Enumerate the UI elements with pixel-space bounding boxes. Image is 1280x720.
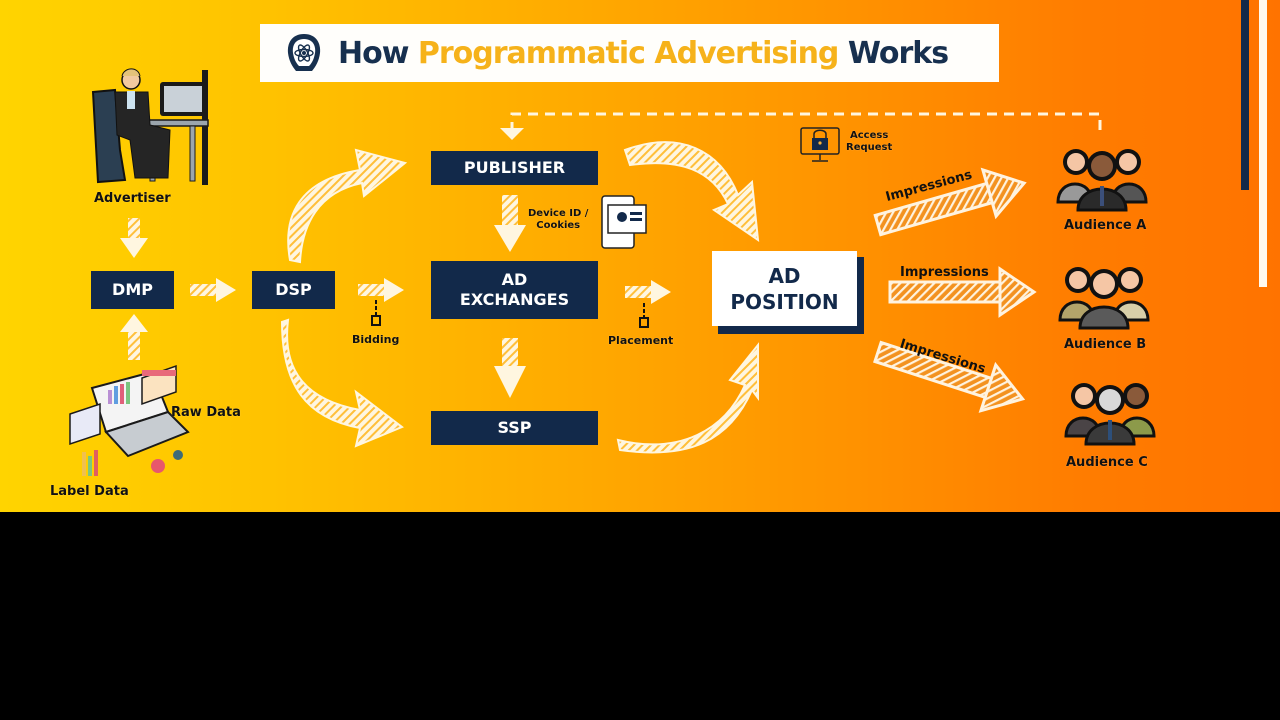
access-request-label: Access Request	[846, 130, 892, 154]
laptop-analytics-icon	[69, 364, 190, 476]
arrow-advertiser-to-dmp	[120, 218, 148, 258]
brain-atom-head-icon	[287, 34, 321, 71]
device-id-line1: Device ID /	[528, 208, 589, 219]
node-publisher: PUBLISHER	[431, 151, 598, 185]
impressions-label-a: Impressions	[884, 167, 974, 205]
title-highlight: Programmatic Advertising	[417, 35, 840, 71]
lock-monitor-icon	[800, 127, 840, 162]
arrow-adx-to-ssp	[494, 338, 526, 398]
arrow-dmp-to-dsp	[190, 278, 236, 302]
device-id-label: Device ID / Cookies	[528, 208, 588, 232]
access-line1: Access	[850, 130, 889, 141]
audience-b-group-icon	[1058, 267, 1150, 330]
node-dmp-label: DMP	[112, 280, 153, 299]
impressions-arrow-c	[873, 340, 1026, 413]
device-id-icon	[601, 195, 647, 249]
node-adpos-line2: POSITION	[730, 289, 839, 314]
node-adx-line2: EXCHANGES	[459, 290, 570, 309]
node-publisher-label: PUBLISHER	[463, 158, 566, 177]
bidding-pin-icon	[371, 300, 381, 326]
decorative-navy-bar	[1241, 0, 1249, 190]
node-ad-exchanges: AD EXCHANGES	[431, 261, 598, 319]
placement-pin-icon	[639, 303, 649, 328]
curved-arrow-ssp-to-adposition	[616, 342, 759, 454]
dashed-line-arrowhead	[500, 128, 524, 140]
arrow-dsp-to-adx	[358, 278, 404, 302]
bidding-label: Bidding	[352, 333, 400, 346]
arrow-publisher-to-adx	[494, 195, 526, 252]
impressions-label-b: Impressions	[900, 265, 989, 280]
audience-c-group-icon	[1064, 383, 1156, 446]
label-data-label: Label Data	[50, 484, 129, 499]
infographic-canvas: How Programmatic Advertising Works	[0, 0, 1280, 512]
node-adx-line1: AD	[501, 270, 528, 289]
access-line2: Request	[846, 142, 893, 153]
node-ad-position: AD POSITION	[712, 251, 857, 326]
audience-a-label: Audience A	[1064, 218, 1147, 233]
placement-label: Placement	[608, 334, 674, 347]
node-ssp: SSP	[431, 411, 598, 445]
device-id-line2: Cookies	[536, 220, 581, 231]
access-request-dashed-line	[510, 112, 1102, 130]
node-dsp-label: DSP	[275, 280, 312, 299]
audience-b-label: Audience B	[1064, 337, 1147, 352]
curved-arrow-dsp-to-publisher	[287, 148, 408, 264]
letterbox-bottom	[0, 512, 1280, 720]
node-dsp: DSP	[252, 271, 335, 309]
raw-data-label: Raw Data	[171, 405, 241, 420]
impressions-label-c: Impressions	[898, 336, 988, 377]
title-suffix: Works	[847, 35, 949, 71]
curved-arrow-publisher-to-adposition	[623, 141, 760, 243]
audience-a-group-icon	[1056, 149, 1148, 212]
title-prefix: How	[338, 35, 409, 71]
node-dmp: DMP	[91, 271, 174, 309]
node-adpos-line1: AD	[768, 263, 801, 288]
arrow-adx-to-adposition	[625, 280, 671, 304]
decorative-white-bar	[1259, 0, 1267, 287]
advertiser-label: Advertiser	[94, 191, 171, 206]
node-ssp-label: SSP	[497, 418, 532, 437]
title-banner: How Programmatic Advertising Works	[260, 24, 999, 82]
audience-c-label: Audience C	[1066, 455, 1148, 470]
person-at-desk-icon	[91, 68, 209, 185]
arrow-data-to-dmp	[120, 314, 148, 360]
page-title: How Programmatic Advertising Works	[338, 35, 949, 71]
